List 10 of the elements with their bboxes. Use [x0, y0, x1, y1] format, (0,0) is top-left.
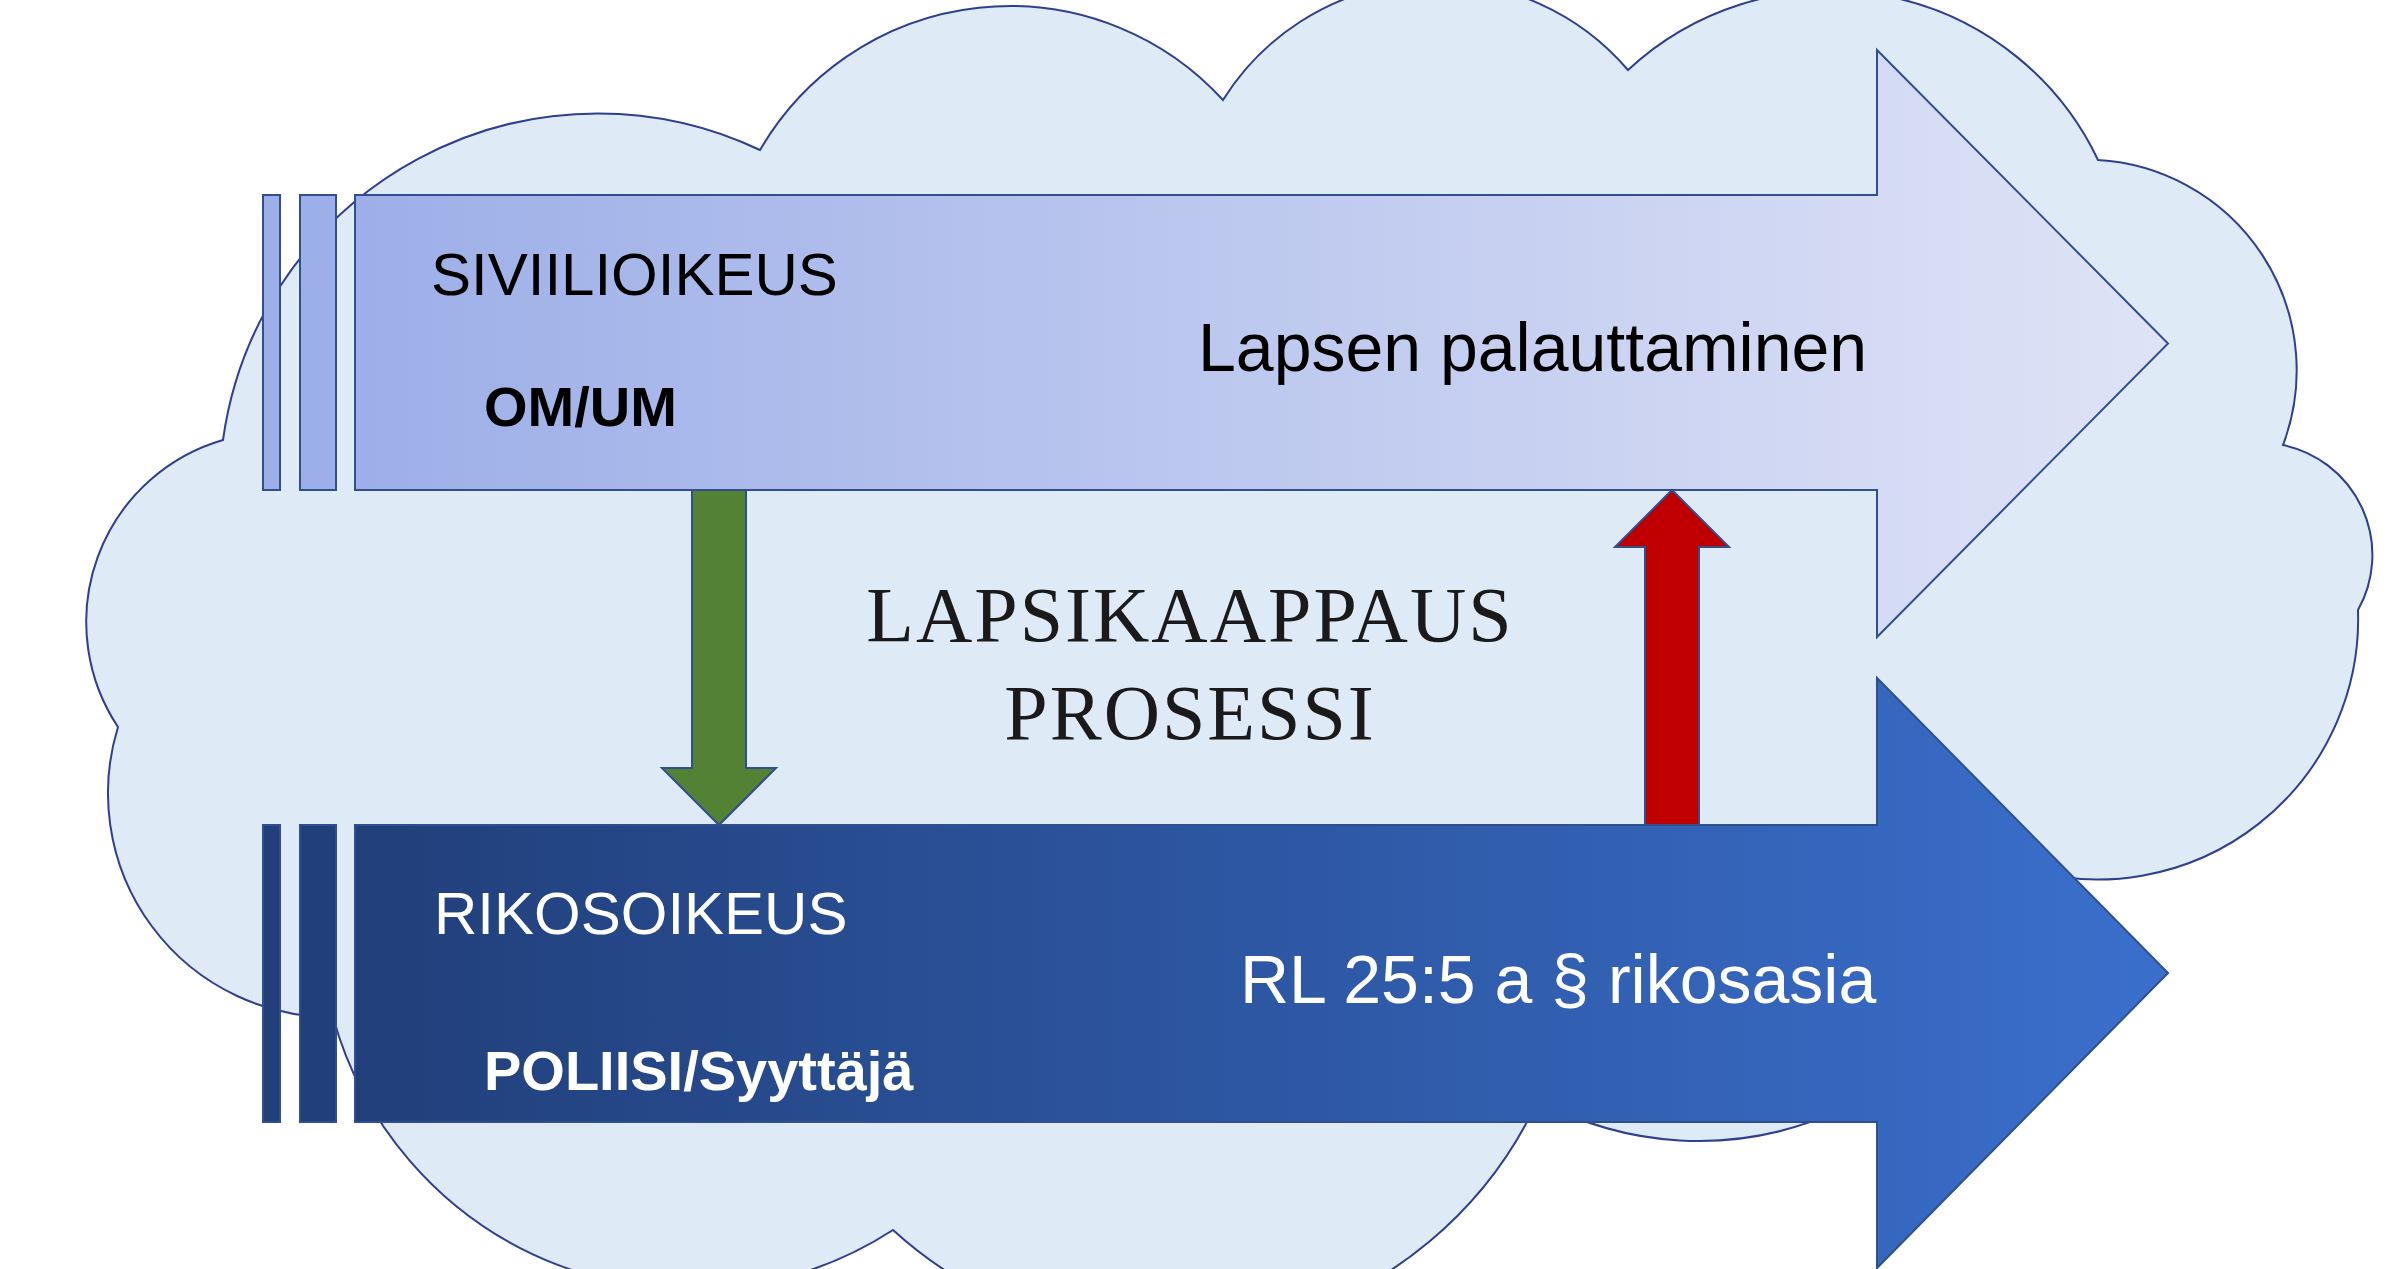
diagram-title: LAPSIKAAPPAUS PROSESSI: [865, 569, 1515, 757]
block-arrow: [1612, 488, 1732, 826]
section-heading: RIKOSOIKEUS: [434, 878, 848, 948]
block-arrow: [659, 489, 779, 827]
process-label: RL 25:5 a § rikosasia: [1240, 940, 1877, 1018]
authority-label: POLIISI/Syyttäjä: [484, 1037, 914, 1103]
authority-label: OM/UM: [484, 373, 677, 439]
process-label: Lapsen palauttaminen: [1198, 308, 1868, 386]
block-arrow: [262, 677, 2169, 1269]
section-heading: SIVIILIOIKEUS: [431, 239, 838, 309]
